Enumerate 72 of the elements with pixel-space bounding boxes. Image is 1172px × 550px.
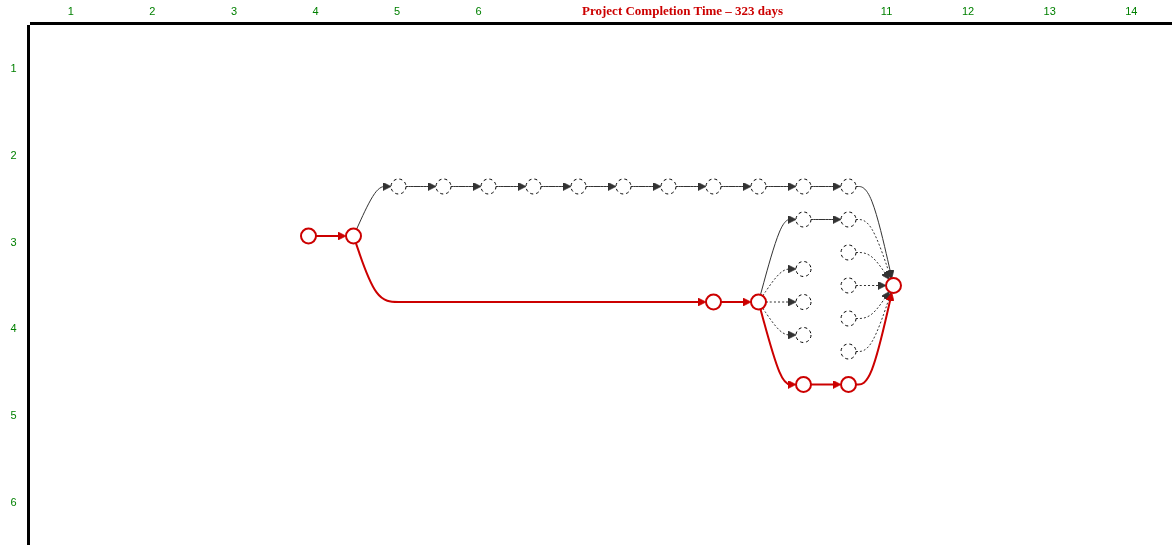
arrow: [855, 251, 890, 280]
arrow: [855, 185, 895, 279]
node-circle: [840, 277, 857, 293]
node-circle: [840, 343, 857, 359]
node-circle: [840, 310, 857, 326]
title: Project Completion Time – 323 days: [581, 3, 785, 19]
arrow: [762, 307, 797, 339]
node-circle: [840, 178, 857, 194]
node-circle: [795, 375, 812, 393]
axis-number: 3: [9, 234, 18, 250]
node-circle: [795, 178, 812, 194]
node-circle: [885, 276, 902, 294]
axis-number: 12: [961, 5, 976, 17]
arrow: [855, 291, 893, 352]
node-circle: [750, 293, 767, 310]
axis-number: 11: [879, 5, 894, 17]
axis-number: 4: [9, 321, 18, 337]
arrow: [720, 181, 752, 191]
axis-number: 6: [9, 494, 18, 510]
node-circle: [840, 211, 857, 227]
node-circle: [390, 178, 407, 194]
axis-number: 3: [229, 5, 238, 17]
arrow: [405, 181, 437, 191]
node-circle: [795, 293, 812, 310]
node-circle: [705, 293, 722, 310]
arrow: [810, 181, 842, 191]
arrow: [810, 379, 842, 389]
node-circle: [840, 244, 857, 260]
arrow: [315, 231, 347, 240]
axis-number: 1: [66, 5, 75, 17]
node-circle: [750, 178, 767, 194]
arrow: [585, 181, 617, 191]
arrow: [630, 181, 662, 191]
arrow: [356, 181, 392, 230]
axis-number: 5: [9, 408, 18, 423]
node-circle: [525, 178, 542, 194]
arrow: [855, 290, 890, 319]
node-circle: [705, 178, 722, 194]
arrow: [855, 280, 887, 290]
arrow: [354, 241, 707, 306]
arrow: [675, 181, 707, 191]
node-circle: [480, 178, 497, 194]
arrow: [810, 214, 842, 224]
arrow: [759, 307, 797, 389]
arrow: [765, 181, 797, 191]
arrow: [450, 181, 482, 191]
node-circle: [345, 227, 362, 244]
node-circle: [615, 178, 632, 194]
axis-number: 5: [393, 5, 402, 17]
axis-number: 2: [9, 148, 18, 163]
node-circle: [795, 260, 812, 277]
arrow: [855, 218, 893, 279]
node-circle: [435, 178, 452, 194]
node-circle: [660, 178, 677, 194]
arrow: [720, 297, 752, 306]
arrow: [759, 214, 797, 295]
axis-number: 2: [148, 5, 157, 17]
axis-number: 14: [1124, 5, 1139, 17]
arrow: [495, 181, 527, 191]
arrow: [762, 264, 797, 296]
node-circle: [840, 375, 857, 393]
node-circle: [795, 326, 812, 343]
axis-number: 1: [9, 61, 18, 77]
arrow: [765, 297, 797, 306]
node-circle: [570, 178, 587, 194]
axis-number: 6: [474, 5, 483, 17]
axis-number: 4: [311, 5, 320, 17]
arrow: [540, 181, 572, 191]
node-circle: [300, 227, 317, 244]
axis-number: 13: [1042, 5, 1057, 17]
arrow: [855, 291, 895, 385]
node-circle: [795, 211, 812, 227]
